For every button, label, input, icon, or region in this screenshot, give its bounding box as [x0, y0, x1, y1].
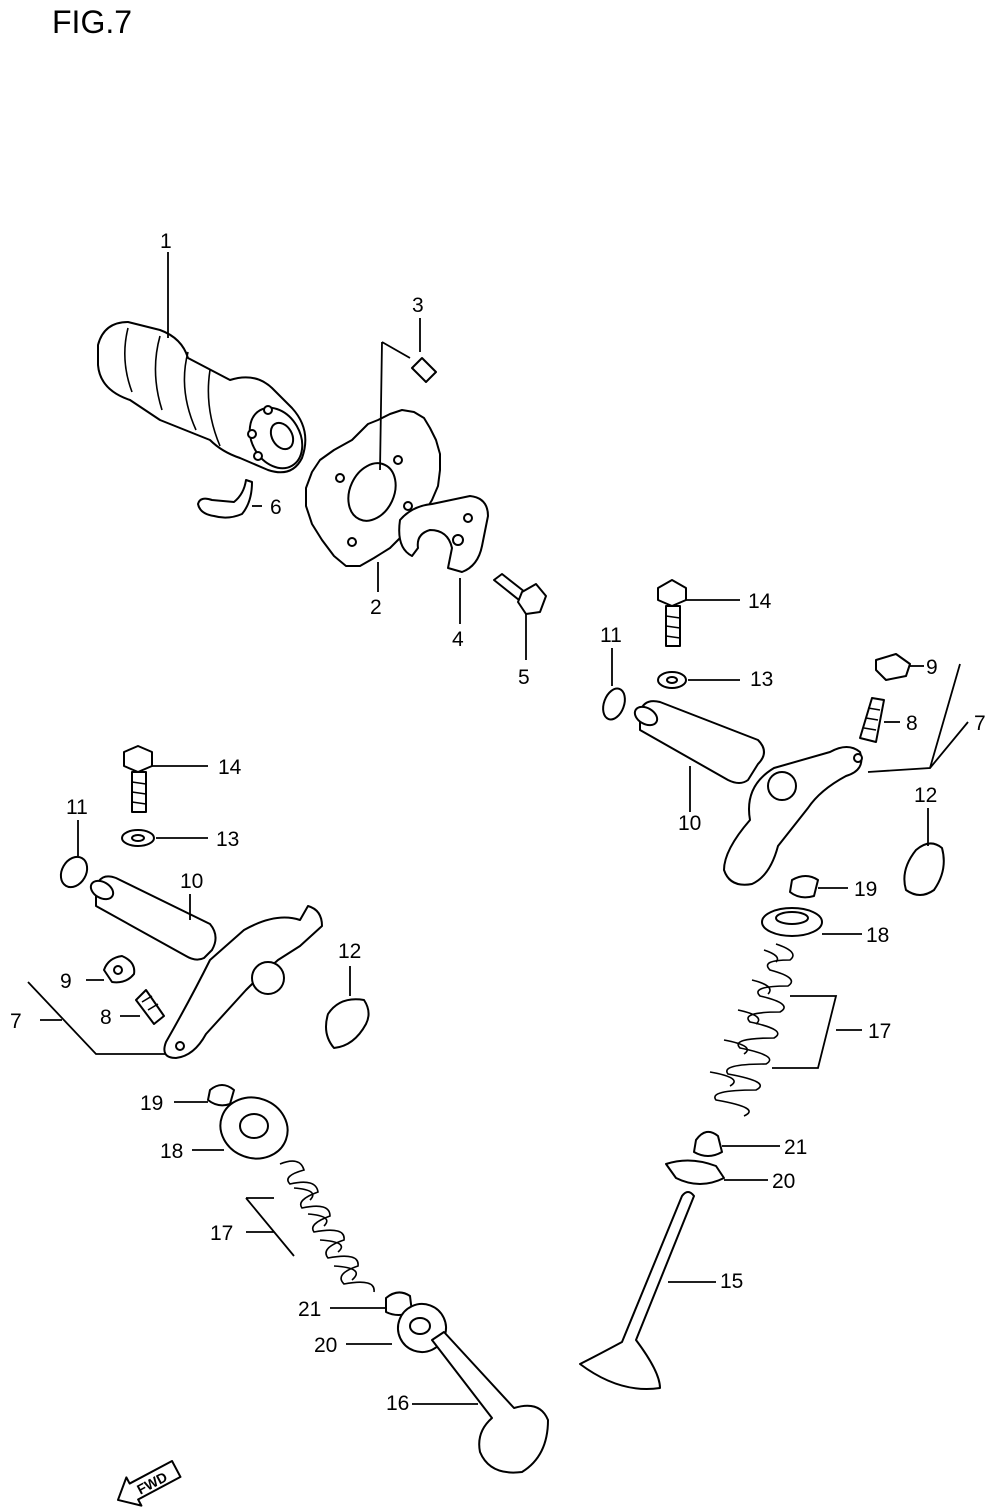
leader-lines: [27, 252, 969, 1405]
callout-8-left: 8: [100, 1006, 112, 1029]
part-sprocket-bolt: [493, 573, 547, 615]
callout-14-right: 14: [748, 590, 772, 613]
part-intake-valve: [431, 1331, 549, 1474]
callout-19-right: 19: [854, 878, 877, 901]
part-gasket-left: [325, 998, 370, 1049]
callout-11-left: 11: [66, 796, 88, 819]
callout-20-right: 20: [772, 1170, 795, 1193]
callout-10-left: 10: [180, 870, 203, 893]
part-adjust-screw-right: [859, 697, 885, 743]
forward-arrow-icon: FWD: [116, 1460, 182, 1507]
part-rocker-arm-left: [163, 905, 323, 1059]
callout-7-right: 7: [974, 712, 986, 735]
part-exhaust-valve: [579, 1191, 695, 1390]
callout-21-right: 21: [784, 1136, 807, 1159]
callout-12-left: 12: [338, 940, 361, 963]
callout-9-right: 9: [926, 656, 938, 679]
figure-title: FIG.7: [52, 4, 133, 40]
part-bolt-left: [123, 745, 153, 813]
callout-10-right: 10: [678, 812, 701, 835]
callout-14-left: 14: [218, 756, 242, 779]
callout-8-right: 8: [906, 712, 918, 735]
part-pin: [411, 357, 437, 383]
part-cam-sprocket: [305, 409, 441, 567]
callout-17-right: 17: [868, 1020, 891, 1043]
part-rocker-shaft-left: [89, 875, 217, 961]
callout-6: 6: [270, 496, 282, 519]
callout-5: 5: [518, 666, 530, 689]
part-spring-right: [709, 943, 794, 1117]
part-gasket-right: [903, 842, 945, 896]
callout-15: 15: [720, 1270, 743, 1293]
callout-labels: 1 2 3 4 5 6 7 7 8 8 9 9 10 10 11 11 12 1…: [10, 230, 986, 1415]
part-rocker-arm-right: [723, 746, 863, 886]
part-camshaft: [97, 321, 307, 474]
callout-1: 1: [160, 230, 172, 253]
part-oring-left: [59, 855, 89, 889]
callout-18-left: 18: [160, 1140, 183, 1163]
callout-12-right: 12: [914, 784, 937, 807]
callout-2: 2: [370, 596, 382, 619]
part-retainer-plate: [398, 495, 489, 573]
callout-13-left: 13: [216, 828, 239, 851]
part-oring-right: [602, 687, 626, 721]
part-nut-right: [875, 653, 911, 681]
part-cotter-right: [789, 875, 819, 899]
callout-13-right: 13: [750, 668, 773, 691]
callout-18-right: 18: [866, 924, 889, 947]
part-seal-right: [693, 1130, 723, 1157]
callout-3: 3: [412, 294, 424, 317]
part-seat-right: [665, 1159, 725, 1185]
part-retainer-left: [219, 1096, 289, 1160]
callout-9-left: 9: [60, 970, 72, 993]
part-washer-right: [657, 671, 687, 689]
part-nut-left: [103, 955, 136, 984]
callout-21-left: 21: [298, 1298, 321, 1321]
part-bolt-right: [657, 579, 687, 647]
part-retainer-right: [761, 907, 823, 937]
part-rocker-shaft-right: [633, 700, 765, 784]
callout-19-left: 19: [140, 1092, 163, 1115]
part-washer-left: [121, 829, 155, 847]
part-spring-left: [279, 1160, 375, 1293]
part-clip: [197, 479, 253, 519]
part-adjust-screw-left: [135, 989, 165, 1025]
callout-17-left: 17: [210, 1222, 233, 1245]
callout-7-left: 7: [10, 1010, 22, 1033]
callout-4: 4: [452, 628, 464, 651]
callout-16: 16: [386, 1392, 409, 1415]
callout-11-right: 11: [600, 624, 622, 647]
callout-20-left: 20: [314, 1334, 337, 1357]
part-cotter-left: [207, 1084, 235, 1107]
